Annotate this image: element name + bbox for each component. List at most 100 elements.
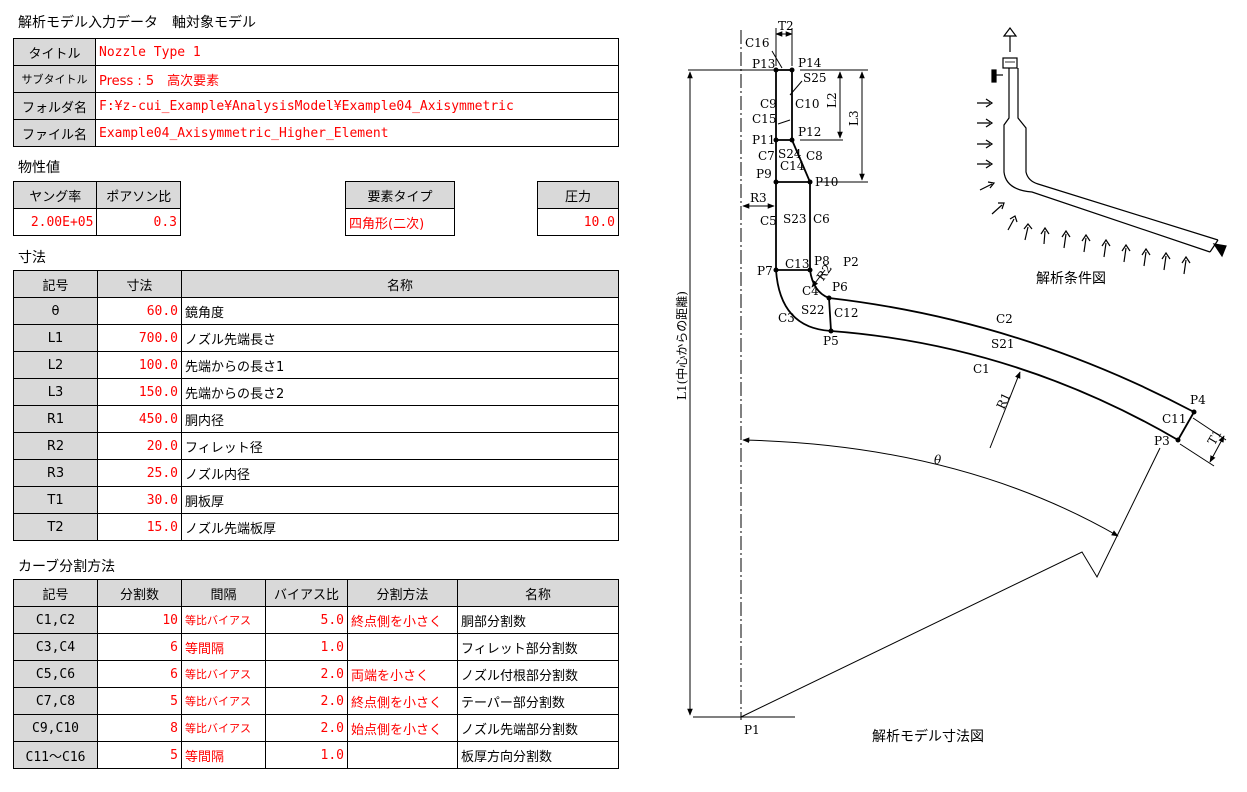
table-row: 四角形(二次) xyxy=(345,208,455,236)
label-c8: C8 xyxy=(806,149,823,163)
label-c6: C6 xyxy=(813,212,830,226)
curve-symbol: C7,C8 xyxy=(13,687,98,715)
element-type-label: 要素タイプ xyxy=(345,181,455,209)
pressure-table: 圧力 10.0 xyxy=(537,181,619,236)
subtitle-value: Press : 5 高次要素 xyxy=(95,65,619,93)
dim-symbol: R2 xyxy=(13,432,98,460)
curve-name: フィレット部分割数 xyxy=(457,633,619,661)
pressure-label: 圧力 xyxy=(537,181,619,209)
dim-name: フィレット径 xyxy=(181,432,619,460)
label-c9: C9 xyxy=(760,97,777,111)
subtitle-label: サブタイトル xyxy=(13,65,96,93)
column-header: 間隔 xyxy=(181,579,266,607)
curve-bias: 5.0 xyxy=(265,606,348,634)
curve-interval: 等比バイアス xyxy=(181,714,266,742)
curve-symbol: C5,C6 xyxy=(13,660,98,688)
dim-value: 450.0 xyxy=(97,405,182,433)
label-c1: C1 xyxy=(973,362,990,376)
dim-name: 胴内径 xyxy=(181,405,619,433)
label-p2: P2 xyxy=(843,255,859,269)
table-row: ファイル名 Example04_Axisymmetric_Higher_Elem… xyxy=(13,119,619,147)
label-s24: S24 xyxy=(778,147,802,161)
curve-method xyxy=(347,633,458,661)
nozzle-outline xyxy=(775,69,1195,441)
curve-method: 始点側を小さく xyxy=(347,714,458,742)
label-p13: P13 xyxy=(752,57,775,71)
column-header: 名称 xyxy=(181,270,619,298)
table-row: タイトル Nozzle Type 1 xyxy=(13,38,619,66)
table-row: 要素タイプ xyxy=(345,181,455,209)
label-p6: P6 xyxy=(832,280,848,294)
table-header-row: 記号 分割数 間隔 バイアス比 分割方法 名称 xyxy=(13,579,619,607)
label-theta: θ xyxy=(934,453,942,467)
column-header: 分割数 xyxy=(97,579,182,607)
curve-symbol: C1,C2 xyxy=(13,606,98,634)
table-row: サブタイトル Press : 5 高次要素 xyxy=(13,65,619,93)
label-p12: P12 xyxy=(798,125,821,139)
curve-bias: 2.0 xyxy=(265,714,348,742)
label-s22: S22 xyxy=(801,303,825,317)
material-table: ヤング率 ポアソン比 2.00E+05 0.3 xyxy=(12,181,181,236)
label-c3: C3 xyxy=(778,311,795,325)
label-p1: P1 xyxy=(744,723,760,737)
label-r1: R1 xyxy=(994,390,1014,411)
label-p9: P9 xyxy=(756,167,772,181)
curve-heading: カーブ分割方法 xyxy=(18,559,116,575)
title-label: タイトル xyxy=(13,38,96,66)
label-c12: C12 xyxy=(834,306,858,320)
file-value: Example04_Axisymmetric_Higher_Element xyxy=(95,119,619,147)
label-p8: P8 xyxy=(814,254,830,268)
dim-symbol: T1 xyxy=(13,486,98,514)
table-header-row: 記号 寸法 名称 xyxy=(13,270,619,298)
material-heading: 物性値 xyxy=(18,160,60,176)
column-header: 名称 xyxy=(457,579,619,607)
title-value: Nozzle Type 1 xyxy=(95,38,619,66)
analysis-condition-figure xyxy=(977,27,1227,275)
pressure-value: 10.0 xyxy=(537,208,619,236)
curve-interval: 等比バイアス xyxy=(181,606,266,634)
dim-value: 100.0 xyxy=(97,351,182,379)
column-header: 寸法 xyxy=(97,270,182,298)
poisson-value: 0.3 xyxy=(96,208,181,236)
curve-bias: 1.0 xyxy=(265,633,348,661)
label-c16: C16 xyxy=(745,36,769,50)
label-p7: P7 xyxy=(757,264,773,278)
label-p10: P10 xyxy=(815,175,838,189)
label-c11: C11 xyxy=(1162,412,1186,426)
dim-value: 25.0 xyxy=(97,459,182,487)
curve-symbol: C11～C16 xyxy=(13,741,98,769)
curve-divisions: 5 xyxy=(97,687,182,715)
dim-name: 鏡角度 xyxy=(181,297,619,325)
dim-value: 20.0 xyxy=(97,432,182,460)
label-c14: C14 xyxy=(780,159,805,173)
dim-symbol: R3 xyxy=(13,459,98,487)
curve-bias: 1.0 xyxy=(265,741,348,769)
curve-divisions: 5 xyxy=(97,741,182,769)
column-header: 分割方法 xyxy=(347,579,458,607)
dim-name: 胴板厚 xyxy=(181,486,619,514)
curve-bias: 2.0 xyxy=(265,687,348,715)
label-t2: T2 xyxy=(778,19,794,33)
young-value: 2.00E+05 xyxy=(12,208,98,236)
element-type-table: 要素タイプ 四角形(二次) xyxy=(345,181,455,236)
table-row: 2.00E+05 0.3 xyxy=(12,208,181,236)
label-c13: C13 xyxy=(785,257,809,271)
dim-symbol: L2 xyxy=(13,351,98,379)
curve-method: 終点側を小さく xyxy=(347,606,458,634)
label-p3: P3 xyxy=(1154,434,1170,448)
curve-symbol: C9,C10 xyxy=(13,714,98,742)
folder-label: フォルダ名 xyxy=(13,92,96,120)
table-row: 圧力 xyxy=(537,181,619,209)
column-header: 記号 xyxy=(13,579,98,607)
curve-interval: 等比バイアス xyxy=(181,660,266,688)
curve-interval: 等間隔 xyxy=(181,633,266,661)
